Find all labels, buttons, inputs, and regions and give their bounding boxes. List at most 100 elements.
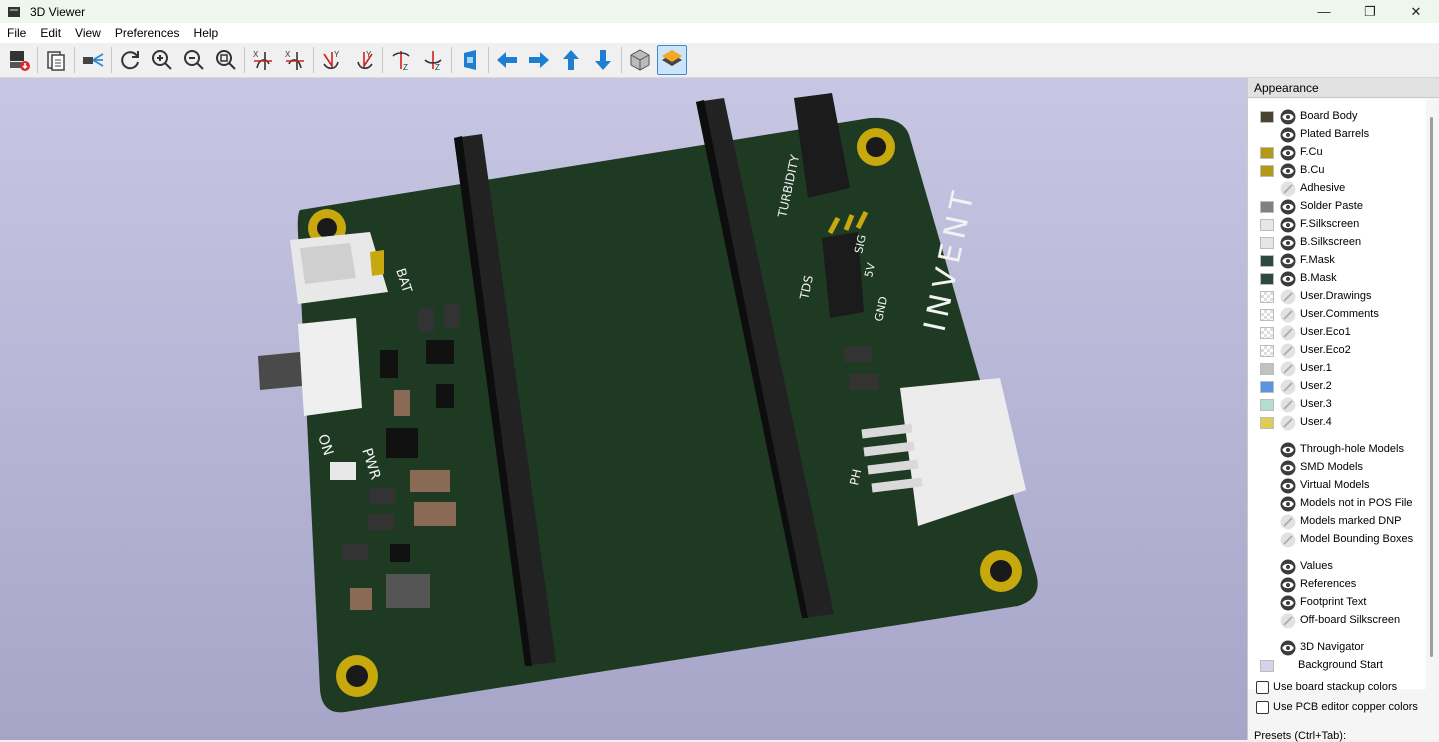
close-button[interactable]: ✕ [1410,3,1422,19]
layer-row[interactable]: User.2 [1248,378,1426,396]
menu-help[interactable]: Help [193,26,219,40]
layer-row[interactable]: B.Silkscreen [1248,234,1426,252]
hidden-eye-icon[interactable] [1280,343,1296,359]
visible-eye-icon[interactable] [1280,442,1296,458]
use-stackup-colors-checkbox[interactable]: Use board stackup colors [1256,678,1397,696]
visible-eye-icon[interactable] [1280,478,1296,494]
visible-eye-icon[interactable] [1280,235,1296,251]
layer-row[interactable]: Footprint Text [1248,594,1426,612]
color-swatch[interactable] [1260,309,1274,321]
layer-row[interactable]: User.1 [1248,360,1426,378]
flip-board-button[interactable] [455,45,485,75]
minimize-button[interactable]: — [1317,4,1331,19]
visible-eye-icon[interactable] [1280,577,1296,593]
color-swatch[interactable] [1260,147,1274,159]
rotate-z-ccw-button[interactable]: Z [418,45,448,75]
layer-row[interactable]: References [1248,576,1426,594]
color-swatch[interactable] [1260,363,1274,375]
ortho-projection-button[interactable] [625,45,655,75]
hidden-eye-icon[interactable] [1280,361,1296,377]
color-swatch[interactable] [1260,201,1274,213]
color-swatch[interactable] [1260,165,1274,177]
zoom-in-button[interactable] [147,45,177,75]
layer-row[interactable]: Adhesive [1248,180,1426,198]
rotate-x-ccw-button[interactable]: X [280,45,310,75]
layer-row[interactable]: Board Body [1248,108,1426,126]
visible-eye-icon[interactable] [1280,217,1296,233]
pan-down-button[interactable] [588,45,618,75]
visible-eye-icon[interactable] [1280,559,1296,575]
hidden-eye-icon[interactable] [1280,613,1296,629]
checkbox-box[interactable] [1256,680,1269,694]
layer-row[interactable]: F.Mask [1248,252,1426,270]
visible-eye-icon[interactable] [1280,199,1296,215]
scrollbar-thumb[interactable] [1430,117,1433,657]
color-swatch[interactable] [1260,381,1274,393]
visible-eye-icon[interactable] [1280,640,1296,656]
rotate-z-cw-button[interactable]: Z [386,45,416,75]
zoom-out-button[interactable] [179,45,209,75]
color-swatch[interactable] [1260,399,1274,411]
layer-row[interactable]: User.Eco2 [1248,342,1426,360]
hidden-eye-icon[interactable] [1280,289,1296,305]
color-swatch[interactable] [1260,660,1274,672]
color-swatch[interactable] [1260,417,1274,429]
3d-viewport[interactable]: BAT ON PWR TURBIDITY TDS PH GND 5V SIG I… [0,78,1247,740]
visible-eye-icon[interactable] [1280,163,1296,179]
layer-row[interactable]: Models not in POS File [1248,495,1426,513]
color-swatch[interactable] [1260,111,1274,123]
raytrace-button[interactable] [78,45,108,75]
export-image-button[interactable] [4,45,34,75]
layer-row[interactable]: User.4 [1248,414,1426,432]
color-swatch[interactable] [1260,273,1274,285]
layer-row[interactable]: Solder Paste [1248,198,1426,216]
menu-file[interactable]: File [7,26,27,40]
hidden-eye-icon[interactable] [1280,397,1296,413]
hidden-eye-icon[interactable] [1280,379,1296,395]
layer-list-scrollbar[interactable] [1426,99,1439,689]
visible-eye-icon[interactable] [1280,145,1296,161]
hidden-eye-icon[interactable] [1280,532,1296,548]
copy-clipboard-button[interactable] [41,45,71,75]
color-swatch[interactable] [1260,345,1274,357]
layers-manager-button[interactable] [657,45,687,75]
hidden-eye-icon[interactable] [1280,325,1296,341]
layer-row[interactable]: User.Eco1 [1248,324,1426,342]
pan-right-button[interactable] [524,45,554,75]
hidden-eye-icon[interactable] [1280,514,1296,530]
hidden-eye-icon[interactable] [1280,415,1296,431]
layer-row[interactable]: Plated Barrels [1248,126,1426,144]
pan-up-button[interactable] [556,45,586,75]
checkbox-box[interactable] [1256,700,1269,714]
maximize-button[interactable]: ❐ [1364,3,1376,19]
layer-row[interactable]: User.Comments [1248,306,1426,324]
visible-eye-icon[interactable] [1280,496,1296,512]
color-swatch[interactable] [1260,255,1274,267]
layer-row[interactable]: Virtual Models [1248,477,1426,495]
hidden-eye-icon[interactable] [1280,181,1296,197]
color-swatch[interactable] [1260,219,1274,231]
use-copper-colors-checkbox[interactable]: Use PCB editor copper colors [1256,698,1418,716]
visible-eye-icon[interactable] [1280,109,1296,125]
layer-row[interactable]: Values [1248,558,1426,576]
zoom-fit-button[interactable] [211,45,241,75]
layer-row[interactable]: Background Start [1248,657,1426,675]
menu-preferences[interactable]: Preferences [114,26,180,40]
pan-left-button[interactable] [492,45,522,75]
layer-row[interactable]: Through-hole Models [1248,441,1426,459]
rotate-y-cw-button[interactable]: Y [317,45,347,75]
layer-row[interactable]: F.Silkscreen [1248,216,1426,234]
color-swatch[interactable] [1260,237,1274,249]
layer-row[interactable]: User.Drawings [1248,288,1426,306]
visible-eye-icon[interactable] [1280,127,1296,143]
layer-row[interactable]: B.Cu [1248,162,1426,180]
layer-row[interactable]: Model Bounding Boxes [1248,531,1426,549]
visible-eye-icon[interactable] [1280,271,1296,287]
layer-row[interactable]: SMD Models [1248,459,1426,477]
color-swatch[interactable] [1260,291,1274,303]
rotate-y-ccw-button[interactable]: Y [349,45,379,75]
layer-row[interactable]: F.Cu [1248,144,1426,162]
visible-eye-icon[interactable] [1280,595,1296,611]
menu-view[interactable]: View [75,26,101,40]
color-swatch[interactable] [1260,327,1274,339]
